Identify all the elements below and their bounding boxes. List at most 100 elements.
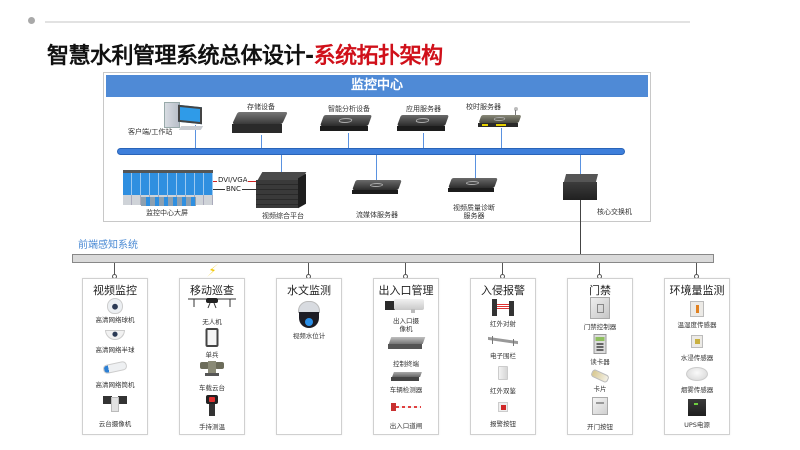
link-line xyxy=(195,125,196,149)
device-label: 应用服务器 xyxy=(406,105,441,113)
water-leak-sensor-icon xyxy=(691,335,703,348)
control-terminal-icon xyxy=(388,337,426,349)
subsystem-video-surveillance: 视频监控 高清网络球机 高清网络半球 高清网络筒机 云台摄像机 xyxy=(82,278,148,435)
bullet-camera-icon xyxy=(102,360,128,375)
subsystem-title: 门禁 xyxy=(589,284,611,297)
entrance-camera-icon xyxy=(385,299,427,313)
item-label: 水浸传感器 xyxy=(680,354,714,362)
subsystem-entrance: 出入口管理 出入口摄像机 控制终端 车辆检测器 出入口道闸 xyxy=(373,278,439,435)
video-water-gauge-icon xyxy=(298,301,320,329)
item-label: 红外对射 xyxy=(490,320,516,328)
item-label: 高清网络半球 xyxy=(95,346,135,354)
item-label: 高清网络球机 xyxy=(95,316,135,324)
barrier-gate-icon xyxy=(391,403,421,411)
item-label: 出入口摄像机 xyxy=(393,317,419,333)
card-icon xyxy=(590,368,610,384)
ups-icon xyxy=(688,399,706,416)
dvi-vga-label: DVI/VGA xyxy=(217,176,249,184)
item-label: 高清网络筒机 xyxy=(95,381,135,389)
media-server-icon xyxy=(350,180,406,198)
subsystem-title: 移动巡查 xyxy=(190,284,234,297)
link-line xyxy=(423,133,424,149)
subsystem-title: 水文监测 xyxy=(287,284,331,297)
item-label: 车辆检测器 xyxy=(389,386,423,394)
subsystem-mobile-patrol: 移动巡查 无人机 单兵 车载云台 手持测温 xyxy=(179,278,245,435)
item-label: 单兵 xyxy=(205,351,219,359)
item-label: 电子围栏 xyxy=(490,352,516,360)
item-label: 控制终端 xyxy=(393,360,419,368)
infrared-beam-icon xyxy=(492,299,514,317)
device-label: 流媒体服务器 xyxy=(356,211,398,219)
subsystem-stem xyxy=(114,263,115,277)
subsystem-stem xyxy=(308,263,309,277)
link-line xyxy=(475,155,476,178)
item-label: 温湿度传感器 xyxy=(677,321,717,329)
video-wall-icon xyxy=(123,170,213,206)
link-line xyxy=(376,155,377,180)
title-main: 智慧水利管理系统总体设计- xyxy=(47,44,314,69)
subsystem-access-control: 门禁 门禁控制器 读卡器 卡片 开门按钮 xyxy=(567,278,633,435)
header-divider xyxy=(45,21,690,23)
device-label: 存储设备 xyxy=(247,103,275,111)
vehicle-detector-icon xyxy=(391,372,422,381)
subsystem-title: 入侵报警 xyxy=(481,284,525,297)
item-label: 卡片 xyxy=(593,385,607,393)
item-label: 视频水位计 xyxy=(292,332,326,340)
slide-title: 智慧水利管理系统总体设计-系统拓扑架构 xyxy=(47,38,443,70)
item-label: 无人机 xyxy=(202,318,222,326)
device-label: 核心交换机 xyxy=(597,208,632,216)
app-server-icon xyxy=(395,115,451,135)
slide-bullet-dot xyxy=(28,17,35,24)
subsystem-stem xyxy=(502,263,503,277)
item-label: 出入口道闸 xyxy=(389,422,423,430)
card-reader-icon xyxy=(593,334,607,354)
subsystem-hydrology: 水文监测 视频水位计 xyxy=(276,278,342,435)
storage-device-icon xyxy=(232,112,288,134)
item-label: 开门按钮 xyxy=(587,423,613,431)
bnc-label: BNC xyxy=(225,185,242,193)
link-line xyxy=(580,155,581,175)
video-platform-icon xyxy=(256,172,308,210)
subsystem-stem xyxy=(405,263,406,277)
device-label: 客户端/工作站 xyxy=(128,128,173,136)
electric-fence-icon xyxy=(488,334,518,346)
device-label: 校时服务器 xyxy=(466,103,501,111)
item-label: UPS电源 xyxy=(684,421,710,429)
handheld-terminal-icon xyxy=(205,328,219,347)
dual-tech-detector-icon xyxy=(498,366,508,380)
alarm-button-icon xyxy=(498,402,508,412)
link-line xyxy=(501,128,502,149)
item-label: 门禁控制器 xyxy=(583,323,617,331)
item-label: 红外双鉴 xyxy=(490,387,516,395)
item-label: 报警按钮 xyxy=(490,420,516,428)
link-line xyxy=(348,133,349,149)
item-label: 车载云台 xyxy=(199,384,225,392)
subsystem-title: 环境量监测 xyxy=(669,284,725,297)
exit-button-icon xyxy=(592,397,608,415)
title-highlight: 系统拓扑架构 xyxy=(313,44,444,69)
door-controller-icon xyxy=(590,297,610,319)
quality-server-icon xyxy=(446,178,502,196)
analysis-device-icon xyxy=(318,115,374,135)
subsystem-title: 出入口管理 xyxy=(378,284,434,297)
device-label: 视频综合平台 xyxy=(262,212,304,220)
temp-humidity-sensor-icon xyxy=(690,301,704,317)
frontend-bus xyxy=(72,254,714,263)
item-label: 烟雾传感器 xyxy=(680,386,714,394)
link-line xyxy=(261,135,262,149)
subsystem-environment: 环境量监测 温湿度传感器 水浸传感器 烟雾传感器 UPS电源 xyxy=(664,278,730,435)
device-label: 智能分析设备 xyxy=(328,105,370,113)
item-label: 手持测温 xyxy=(199,423,225,431)
frontend-label: 前端感知系统 xyxy=(78,240,138,251)
ptz-camera-icon xyxy=(103,396,127,412)
dome-camera-icon xyxy=(107,298,123,314)
subsystem-stem xyxy=(696,263,697,277)
network-bus xyxy=(117,148,625,155)
time-server-icon xyxy=(476,107,526,129)
device-label: 视频质量诊断服务器 xyxy=(453,204,495,220)
item-label: 读卡器 xyxy=(590,358,610,366)
drone-icon xyxy=(188,298,236,309)
item-label: 云台摄像机 xyxy=(98,420,132,428)
link-line xyxy=(281,155,282,175)
core-switch-icon xyxy=(563,174,599,202)
